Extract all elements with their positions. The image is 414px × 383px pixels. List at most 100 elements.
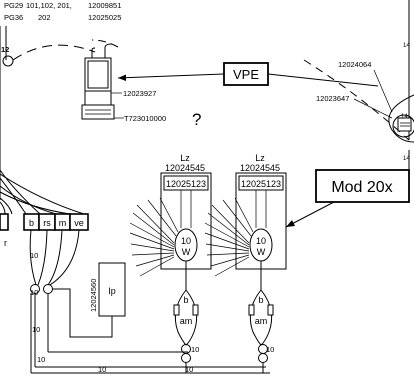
lamp2-filament-leads <box>255 190 267 228</box>
wire-label-bottom-b: 10 <box>98 365 106 374</box>
plug-body-inner <box>87 60 109 89</box>
header-table: PG29 101,102, 201, 12009851 PG36 202 120… <box>4 1 121 22</box>
lamp2-wire-left <box>249 289 262 346</box>
wire-label-lamp1: 10 <box>191 345 199 354</box>
right-leader-bottom <box>353 98 393 119</box>
lamp2-lz: Lz <box>255 153 265 163</box>
fan-wire-4 <box>0 191 71 215</box>
terminal-ve-label: ve <box>74 218 84 228</box>
wire-from-ve <box>49 229 80 286</box>
right-connector-pin-c: 14 <box>403 156 410 162</box>
mod-label: Mod 20x <box>331 179 392 196</box>
lamp-module-2: Lz 12024545 12025123 10 W b am 10 10 <box>191 153 287 373</box>
terminal-b-label: b <box>29 218 34 228</box>
vpe-component: VPE <box>117 62 379 87</box>
wire-label-w1: 10 <box>30 251 38 260</box>
lamp1-fuse-left <box>173 304 180 316</box>
header-row1-part: 12009851 <box>88 1 121 10</box>
lamp2-fuse-right <box>267 304 274 316</box>
ip-label: Ip <box>108 286 116 296</box>
lamp1-wire-right <box>185 289 198 346</box>
lamp2-watt-unit: W <box>257 247 266 257</box>
header-row1-code: PG29 <box>4 1 23 10</box>
vpe-label: VPE <box>233 67 259 82</box>
dashed-link-short <box>91 39 119 48</box>
lamp1-lz: Lz <box>180 153 190 163</box>
plug-question-mark: ? <box>192 110 201 129</box>
terminal-m-label: m <box>59 218 67 228</box>
terminal-output-wires: 10 <box>29 229 80 286</box>
lamp2-rays <box>204 197 254 277</box>
plug-part-top: 12023927 <box>123 89 156 98</box>
right-connector-circle <box>392 114 414 138</box>
junction-left-b <box>43 284 53 294</box>
lamp1-junction-bottom <box>181 353 191 363</box>
lamp2-wire-right <box>260 289 273 346</box>
plug-body <box>84 57 112 92</box>
lamp1-fuse-right <box>192 304 199 316</box>
bottom-wire-to-ip <box>53 288 113 338</box>
left-letter-r: r <box>4 238 7 248</box>
left-connector-ring <box>2 55 14 67</box>
lamp1-wire-am: am <box>180 316 193 326</box>
plug-pin-left <box>91 47 96 58</box>
wire-from-rs <box>37 229 48 286</box>
lamp1-part-outer: 12024545 <box>165 163 205 173</box>
lamp2-fuse-left <box>248 304 255 316</box>
left-connector-label: 12 <box>1 45 9 54</box>
right-connector-pin-b: 14 <box>401 114 408 120</box>
right-connector-ring <box>388 94 414 143</box>
lamp2-wire-am: am <box>255 316 268 326</box>
lamp1-filament-leads <box>180 190 192 228</box>
plug-pin-right <box>104 43 112 58</box>
terminal-blocks: b rs m ve r <box>0 213 89 248</box>
lamp-module-1: Lz 12024545 12025123 10 W b am <box>129 153 212 373</box>
vpe-link-right <box>267 73 379 87</box>
plug-socket <box>81 104 115 120</box>
lamp1-wire-b: b <box>183 295 188 305</box>
lamp1-watt-unit: W <box>182 247 191 257</box>
dashed-link-to-plug <box>12 44 96 61</box>
mod-arrow-head <box>286 220 295 227</box>
left-connector: 12 <box>1 45 14 67</box>
fan-wire-3 <box>0 185 57 215</box>
terminal-partial <box>0 213 9 231</box>
fan-wires <box>0 169 85 215</box>
wire-label-bottom-a: 10 <box>37 355 45 364</box>
plug-component: 12023927 T723010000 ? <box>81 43 201 129</box>
lamp2-part-outer: 12024545 <box>240 163 280 173</box>
lamp1-watt-num: 10 <box>181 236 191 246</box>
ip-box <box>98 262 126 317</box>
wire-from-m <box>47 229 63 286</box>
plug-part-bottom: T723010000 <box>124 114 166 123</box>
fan-wire-6 <box>0 201 6 215</box>
ip-component: 12024560 Ip <box>89 262 126 317</box>
vpe-arrow-head <box>118 74 126 81</box>
bottom-wiring: 10 10 10 10 <box>30 288 270 374</box>
left-junctions <box>30 284 53 294</box>
fan-wire-5 <box>0 197 13 215</box>
fan-wire-7 <box>0 173 85 215</box>
lamp2-part-inner: 12025123 <box>241 179 281 189</box>
right-connector-plug-slots <box>400 122 410 127</box>
header-row2-part: 12025025 <box>88 13 121 22</box>
plug-socket-slots <box>85 109 111 115</box>
lamp1-rays <box>129 197 179 277</box>
plug-base <box>84 90 112 106</box>
lamp2-wire-b: b <box>258 295 263 305</box>
wire-label-w3: 10 <box>30 288 38 297</box>
lamp1-label-box <box>163 175 209 191</box>
right-connector-plug <box>397 117 412 132</box>
header-row1-ids: 101,102, 201, <box>26 1 72 10</box>
lamp2-junction-bottom <box>258 353 268 363</box>
junction-left-a <box>30 284 40 294</box>
mod-arrow-line <box>285 201 335 228</box>
right-connector-part-top: 12024064 <box>338 60 371 69</box>
mod-box <box>315 169 410 203</box>
lamp2-watt-num: 10 <box>256 236 266 246</box>
right-connector-part-bottom: 12023647 <box>316 94 349 103</box>
terminal-rs-label: rs <box>43 218 51 228</box>
wire-label-lamp2: 10 <box>266 345 274 354</box>
right-leader-top <box>373 69 393 113</box>
